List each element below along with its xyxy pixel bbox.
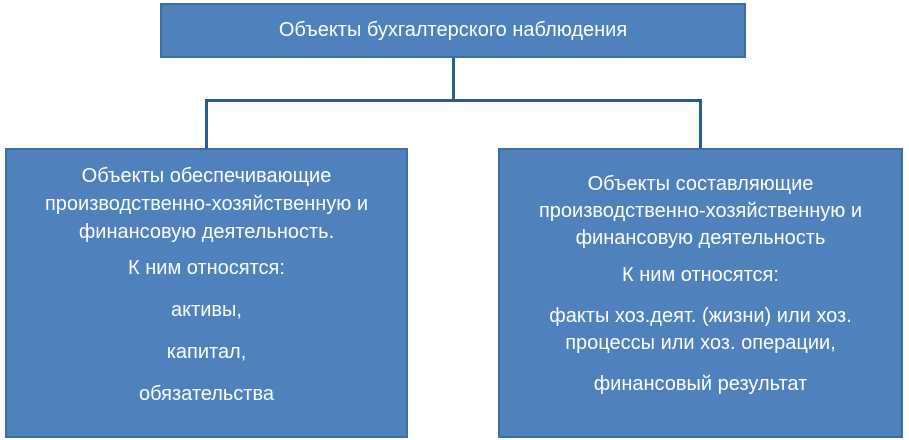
left-heading: К ним относятся: xyxy=(128,257,285,279)
right-description-line: Объекты составляющие xyxy=(587,173,814,195)
left-node: Объекты обеспечивающие производственно-х… xyxy=(5,148,408,438)
left-item: обязательства xyxy=(139,383,274,405)
right-description-line: финансовую деятельность xyxy=(575,227,826,249)
connector-vertical-right xyxy=(699,99,702,148)
right-heading: К ним относятся: xyxy=(622,264,779,286)
right-description-line: производственно-хозяйственную и xyxy=(538,200,863,222)
right-item: финансовый результат xyxy=(593,373,808,395)
right-item: факты хоз.деят. (жизни) или хоз. xyxy=(549,305,852,327)
connector-horizontal xyxy=(205,99,702,102)
left-description-line: производственно-хозяйственную и xyxy=(44,193,369,215)
left-description-line: финансовую деятельность. xyxy=(78,221,335,243)
root-node: Объекты бухгалтерского наблюдения xyxy=(160,3,746,58)
connector-vertical-left xyxy=(205,99,208,148)
root-title: Объекты бухгалтерского наблюдения xyxy=(278,19,628,41)
left-description-line: Объекты обеспечивающие xyxy=(81,165,332,187)
right-item: процессы или хоз. операции, xyxy=(565,332,836,354)
left-item: активы, xyxy=(171,299,242,321)
left-item: капитал, xyxy=(166,341,247,363)
connector-vertical-root xyxy=(452,58,455,101)
left-description: Объекты обеспечивающие производственно-х… xyxy=(45,162,368,246)
right-description: Объекты составляющие производственно-хоз… xyxy=(539,171,862,252)
right-node: Объекты составляющие производственно-хоз… xyxy=(498,148,903,438)
